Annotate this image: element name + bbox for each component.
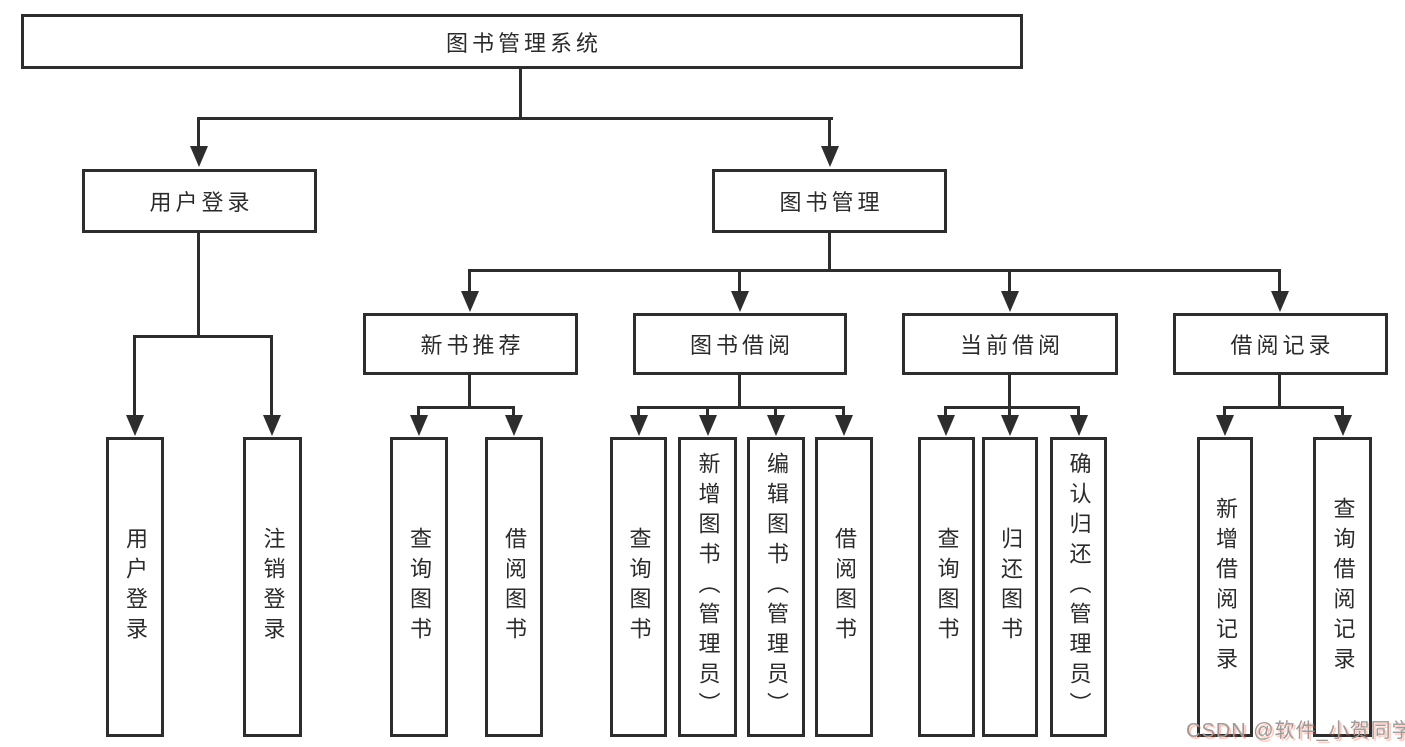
connector-line [512,406,515,416]
leaf-borrow-books: 借阅图书 [815,437,873,737]
connector-line [706,406,709,416]
leaf-label: 新增图书（管理员） [695,452,721,722]
leaf-label: 用户登录 [123,527,148,647]
connector-line [1008,406,1011,416]
connector-line [1223,406,1344,409]
connector-line [519,69,522,120]
arrow-down-icon [699,415,717,436]
connector-line [133,335,136,416]
node-current-borrowing: 当前借阅 [902,313,1118,375]
arrow-down-icon [1001,415,1019,436]
node-label: 图书管理系统 [445,30,602,56]
arrow-down-icon [505,415,523,436]
leaf-borrow-books-recommend: 借阅图书 [485,437,543,737]
node-label: 借阅记录 [1230,333,1335,358]
connector-line [197,232,200,337]
leaf-query-borrow-record: 查询借阅记录 [1313,437,1372,737]
node-book-management: 图书管理 [712,169,947,233]
leaf-label: 借阅图书 [502,527,527,647]
leaf-edit-book-admin: 编辑图书（管理员） [747,437,805,737]
connector-line [842,406,845,416]
connector-line [468,269,471,292]
connector-line [774,406,777,416]
arrow-down-icon [835,415,853,436]
connector-line [1223,406,1226,416]
connector-line [828,232,831,272]
connector-line [197,117,833,120]
connector-line [1278,269,1281,292]
connector-line [197,117,200,147]
leaf-query-books-current: 查询图书 [918,437,975,737]
arrow-down-icon [1001,291,1019,312]
arrow-down-icon [1271,291,1289,312]
connector-line [1341,406,1344,416]
node-user-login: 用户登录 [82,169,317,233]
node-borrowing-records: 借阅记录 [1173,313,1388,375]
node-label: 用户登录 [149,190,254,215]
node-label: 当前借阅 [959,333,1064,358]
connector-line [738,374,741,409]
arrow-down-icon [1216,415,1234,436]
connector-line [1077,406,1080,416]
connector-line [468,269,1281,272]
arrow-down-icon [767,415,785,436]
arrow-down-icon [126,415,144,436]
leaf-label: 查询图书 [626,527,652,647]
leaf-add-book-admin: 新增图书（管理员） [678,437,737,737]
watermark: CSDN @软件_小贺同学 [1186,720,1405,742]
leaf-label: 新增借阅记录 [1213,497,1238,677]
arrow-down-icon [190,146,208,167]
leaf-add-borrow-record: 新增借阅记录 [1197,437,1253,737]
leaf-label: 查询图书 [407,527,432,647]
connector-line [1278,374,1281,409]
arrow-down-icon [937,415,955,436]
node-label: 图书管理 [779,190,884,215]
node-library-management-system: 图书管理系统 [21,14,1023,69]
connector-line [1008,269,1011,292]
connector-line [637,406,845,409]
arrow-down-icon [410,415,428,436]
connector-line [738,269,741,292]
arrow-down-icon [821,146,839,167]
arrow-down-icon [461,291,479,312]
leaf-label: 确认归还（管理员） [1066,452,1092,722]
connector-line [133,335,273,338]
arrow-down-icon [731,291,749,312]
arrow-down-icon [1334,415,1352,436]
leaf-query-books-recommend: 查询图书 [390,437,448,737]
arrow-down-icon [630,415,648,436]
node-book-borrowing: 图书借阅 [633,313,847,375]
leaf-label: 编辑图书（管理员） [764,452,789,722]
leaf-confirm-return-admin: 确认归还（管理员） [1050,437,1107,737]
leaf-label: 注销登录 [260,527,286,647]
leaf-logout: 注销登录 [243,437,302,737]
node-label: 图书借阅 [689,333,794,358]
connector-line [828,117,831,147]
leaf-label: 借阅图书 [832,527,857,647]
connector-line [417,406,420,416]
node-new-book-recommendation: 新书推荐 [363,313,578,375]
arrow-down-icon [1070,415,1088,436]
connector-line [637,406,640,416]
leaf-user-login: 用户登录 [106,437,164,737]
connector-line [417,406,515,409]
connector-line [1008,374,1011,409]
connector-line [468,374,471,409]
leaf-label: 查询借阅记录 [1330,497,1356,677]
connector-line [944,406,947,416]
leaf-return-book: 归还图书 [982,437,1038,737]
leaf-label: 归还图书 [998,527,1023,647]
leaf-label: 查询图书 [934,527,960,647]
connector-line [270,335,273,416]
leaf-query-books-borrowing: 查询图书 [610,437,667,737]
arrow-down-icon [263,415,281,436]
connector-line [944,406,1080,409]
node-label: 新书推荐 [420,333,525,358]
